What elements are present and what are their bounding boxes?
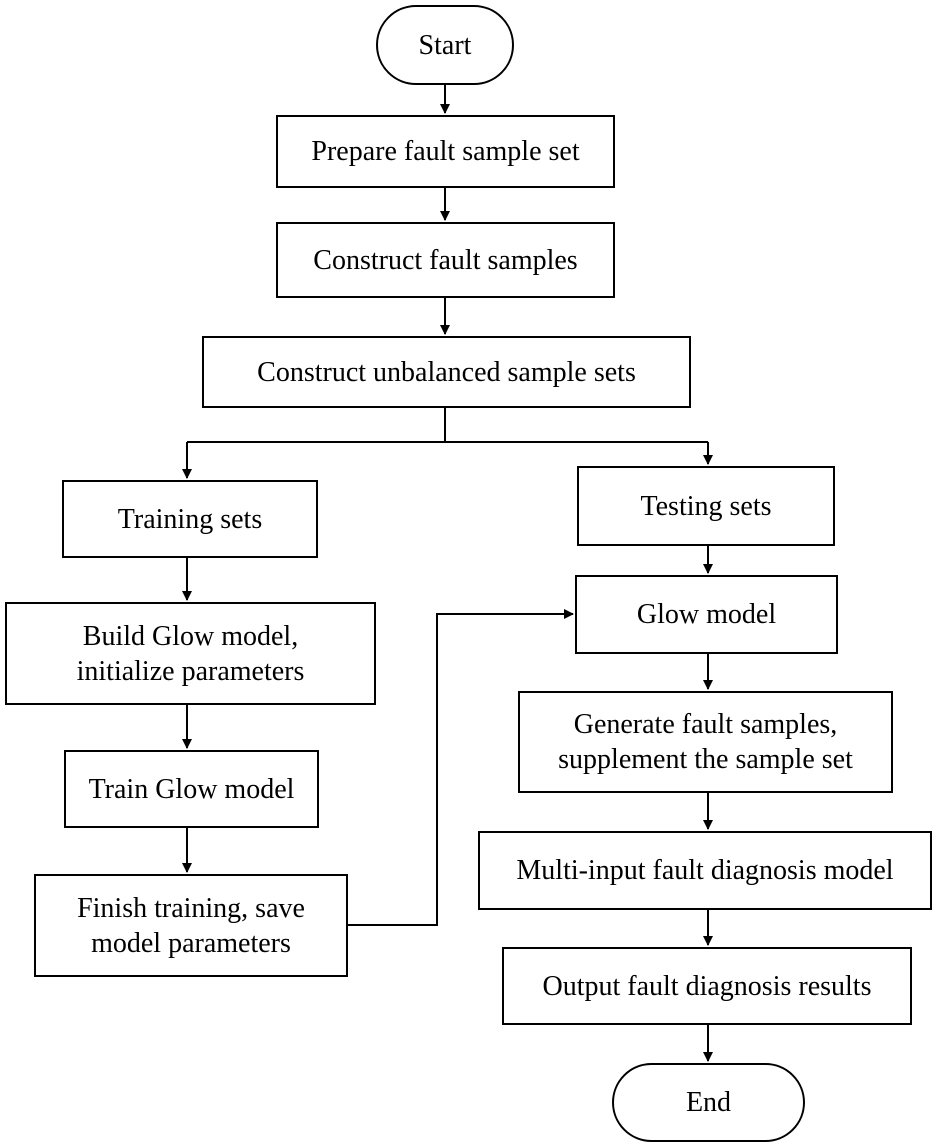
construct-fault-samples-box: Construct fault samples	[276, 222, 615, 298]
output-fault-diagnosis-results-box: Output fault diagnosis results	[502, 947, 912, 1025]
generate-fault-samples-box: Generate fault samples, supplement the s…	[518, 691, 893, 793]
end-node: End	[612, 1063, 805, 1142]
build-glow-model-box: Build Glow model, initialize parameters	[5, 602, 376, 705]
arrow-finish-to-glow	[348, 609, 574, 926]
finish-training-box: Finish training, save model parameters	[34, 874, 348, 977]
training-sets-box: Training sets	[62, 480, 318, 558]
start-node: Start	[376, 5, 514, 85]
prepare-fault-sample-set-box: Prepare fault sample set	[276, 115, 615, 188]
construct-unbalanced-sample-sets-box: Construct unbalanced sample sets	[202, 336, 691, 408]
multi-input-fault-diagnosis-model-box: Multi-input fault diagnosis model	[478, 831, 932, 910]
testing-sets-box: Testing sets	[577, 466, 835, 546]
train-glow-model-box: Train Glow model	[64, 750, 319, 828]
glow-model-box: Glow model	[575, 575, 838, 654]
